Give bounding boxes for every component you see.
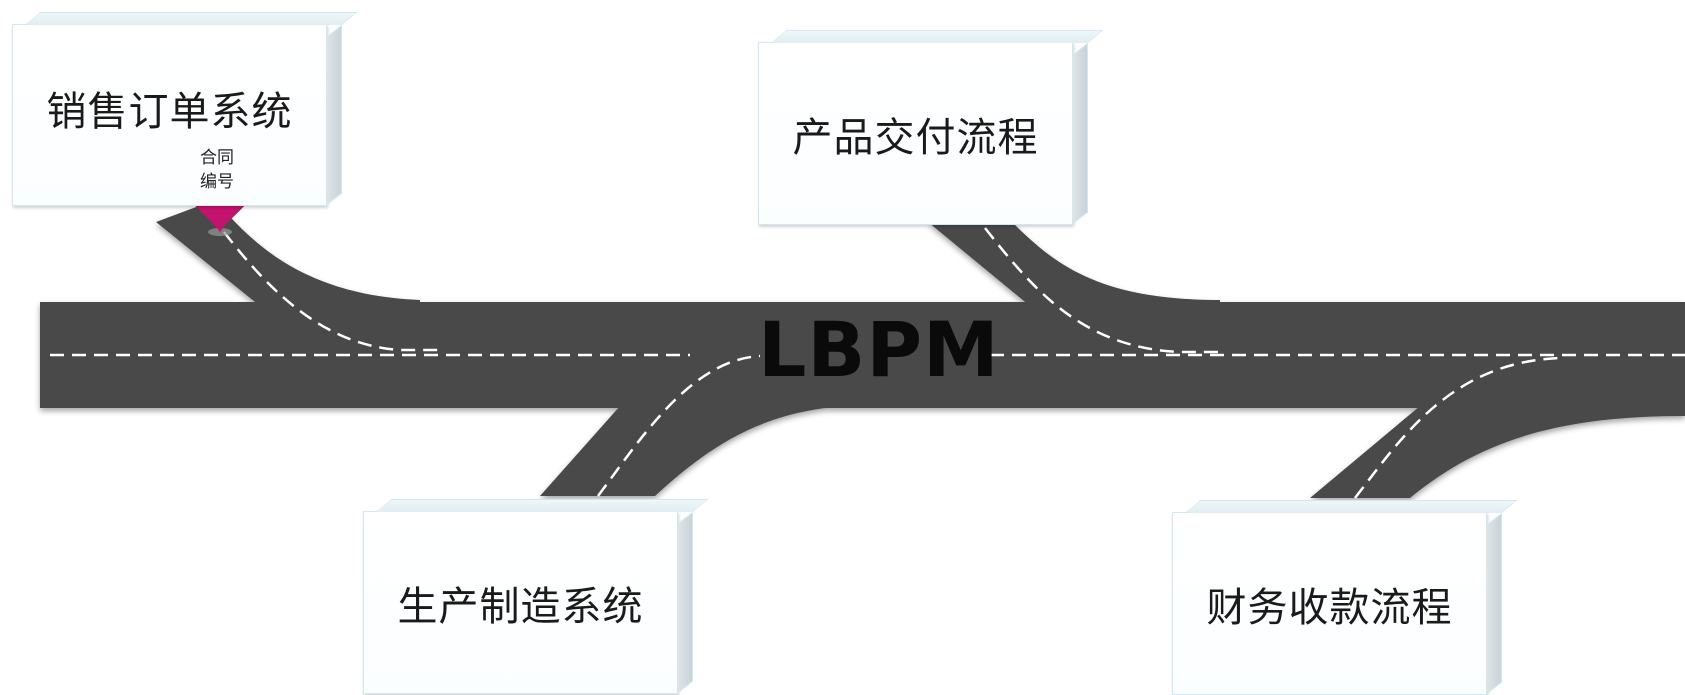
lane-line-finance <box>1354 356 1561 499</box>
production-system-box: 生产制造系统 <box>363 499 709 694</box>
lane-line-sales <box>223 231 440 352</box>
pin-label-line1: 合同 <box>200 148 234 168</box>
lane-markings <box>50 227 1685 499</box>
sales-order-system-label: 销售订单系统 <box>46 89 293 135</box>
product-delivery-label: 产品交付流程 <box>792 114 1039 161</box>
production-system-label: 生产制造系统 <box>397 583 644 630</box>
finance-collection-label: 财务收款流程 <box>1206 584 1453 631</box>
pin-label-line2: 编号 <box>200 172 234 192</box>
lane-line-delivery <box>984 227 1220 354</box>
product-delivery-box: 产品交付流程 <box>758 30 1104 225</box>
sales-order-system-box: 销售订单系统 <box>12 12 358 206</box>
lbpm-title: LBPM <box>758 305 1000 394</box>
finance-collection-box: 财务收款流程 <box>1172 500 1518 695</box>
branch-production <box>540 406 850 496</box>
branch-finance <box>1310 406 1685 498</box>
branch-delivery <box>928 222 1220 306</box>
branch-sales <box>156 200 420 306</box>
pin-label: 合同 编号 <box>189 143 245 197</box>
lane-line-production <box>596 354 761 497</box>
